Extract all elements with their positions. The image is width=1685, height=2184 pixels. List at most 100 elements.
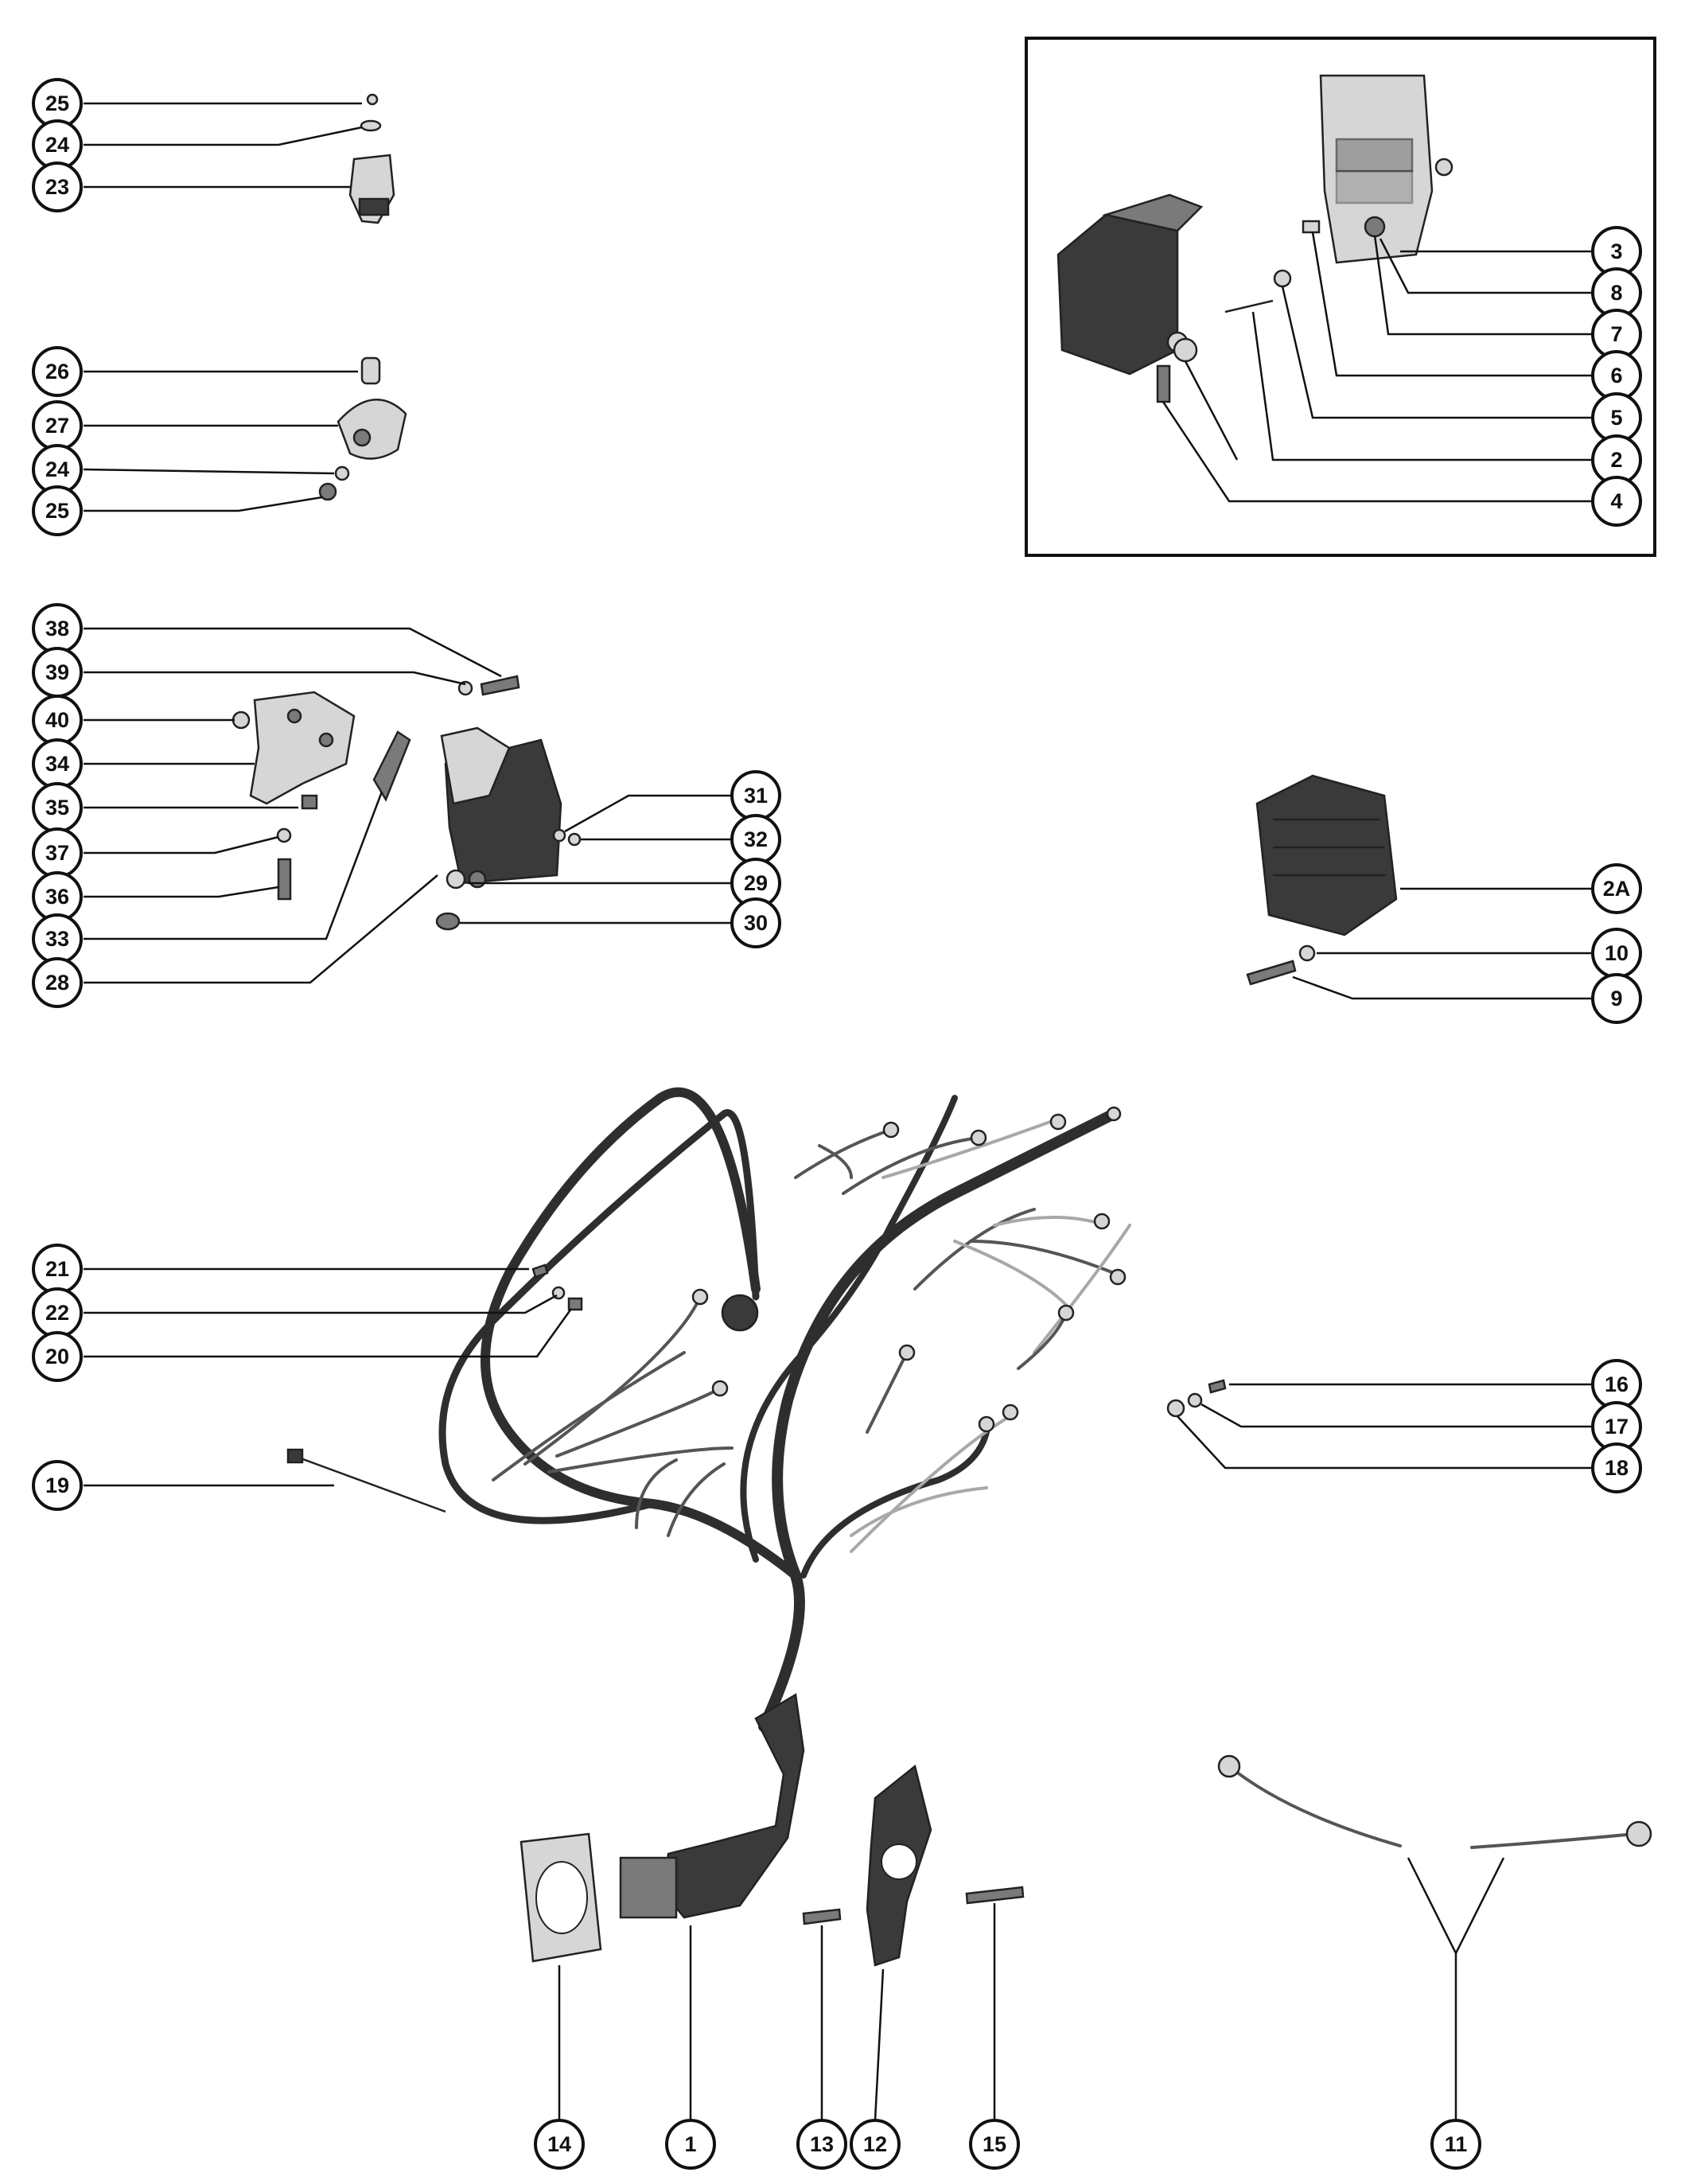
callout-32: 32 [730, 814, 781, 865]
callout-4: 4 [1591, 476, 1642, 527]
svg-text:12: 12 [863, 2132, 887, 2156]
callout-39: 39 [32, 647, 83, 698]
svg-text:2A: 2A [1603, 877, 1631, 901]
svg-text:29: 29 [744, 871, 768, 895]
svg-text:15: 15 [983, 2132, 1006, 2156]
part-regulator-bracket [1319, 74, 1453, 264]
svg-text:27: 27 [45, 414, 69, 438]
svg-text:20: 20 [45, 1345, 69, 1368]
callout-25-mid: 25 [32, 485, 83, 536]
part-washer-39 [457, 680, 473, 696]
callout-35: 35 [32, 782, 83, 833]
callout-16: 16 [1591, 1359, 1642, 1410]
callout-14: 14 [534, 2119, 585, 2170]
callout-7: 7 [1591, 309, 1642, 360]
callout-30: 30 [730, 897, 781, 948]
part-screw-38 [480, 675, 520, 696]
svg-text:24: 24 [45, 457, 69, 481]
part-washer-37 [276, 827, 292, 843]
callout-12: 12 [850, 2119, 901, 2170]
svg-text:21: 21 [45, 1257, 69, 1281]
callout-28: 28 [32, 957, 83, 1008]
part-washer-10 [1298, 944, 1316, 962]
part-boot-26 [360, 356, 381, 385]
svg-text:2: 2 [1610, 448, 1622, 472]
callout-15: 15 [969, 2119, 1020, 2170]
callout-2a: 2A [1591, 863, 1642, 914]
svg-text:5: 5 [1610, 406, 1622, 430]
part-cap-27 [337, 398, 407, 460]
svg-text:32: 32 [744, 827, 768, 851]
part-rectifier-2a [1255, 774, 1398, 936]
callout-20: 20 [32, 1331, 83, 1382]
inset-frame [1025, 37, 1656, 557]
svg-text:4: 4 [1610, 489, 1622, 513]
callout-6: 6 [1591, 350, 1642, 401]
part-gasket-33 [372, 730, 411, 802]
part-screw-36 [277, 858, 292, 901]
part-washer-40 [232, 710, 251, 730]
part-washer-32 [567, 832, 582, 847]
svg-text:14: 14 [547, 2132, 571, 2156]
callout-5: 5 [1591, 392, 1642, 443]
svg-text:38: 38 [45, 617, 69, 640]
part-washer-29 [446, 869, 466, 890]
svg-text:6: 6 [1610, 364, 1622, 387]
svg-text:22: 22 [45, 1301, 69, 1325]
part-cable-tie-19 [286, 1448, 446, 1513]
callout-13: 13 [796, 2119, 847, 2170]
svg-text:39: 39 [45, 660, 69, 684]
callout-17: 17 [1591, 1401, 1642, 1452]
part-wiring-harness-1 [438, 1087, 1131, 1919]
callout-3: 3 [1591, 226, 1642, 277]
svg-text:16: 16 [1605, 1372, 1629, 1396]
part-bracket-12 [866, 1764, 932, 1967]
svg-text:10: 10 [1605, 941, 1629, 965]
svg-text:25: 25 [45, 499, 69, 523]
svg-text:28: 28 [45, 971, 69, 995]
svg-text:19: 19 [45, 1474, 69, 1497]
svg-text:36: 36 [45, 885, 69, 909]
svg-text:30: 30 [744, 911, 768, 935]
svg-text:17: 17 [1605, 1415, 1629, 1438]
callout-26: 26 [32, 346, 83, 397]
callout-1: 1 [665, 2119, 716, 2170]
part-small-hardware-16-18 [1166, 1379, 1227, 1418]
part-nut-31 [552, 828, 566, 843]
svg-text:37: 37 [45, 841, 69, 865]
callout-27: 27 [32, 400, 83, 451]
part-screw-13 [802, 1908, 842, 1925]
svg-text:13: 13 [810, 2132, 834, 2156]
part-gasket-14 [520, 1832, 602, 1963]
svg-text:40: 40 [45, 708, 69, 732]
svg-text:35: 35 [45, 796, 69, 819]
callout-10: 10 [1591, 928, 1642, 979]
callout-40: 40 [32, 695, 83, 746]
part-switch-23 [348, 154, 395, 224]
part-terminal-nut-top [360, 93, 382, 132]
svg-text:34: 34 [45, 752, 69, 776]
svg-text:11: 11 [1445, 2132, 1468, 2156]
part-nuts-24-25 [318, 465, 350, 501]
part-bracket-34 [249, 691, 356, 805]
part-rectifier-block [1057, 193, 1204, 376]
svg-text:1: 1 [684, 2132, 696, 2156]
part-small-screws-20-22 [531, 1263, 583, 1311]
callout-21: 21 [32, 1244, 83, 1294]
callout-33: 33 [32, 913, 83, 964]
part-screw-9 [1246, 960, 1297, 986]
callout-18: 18 [1591, 1442, 1642, 1493]
callout-19: 19 [32, 1460, 83, 1511]
svg-text:23: 23 [45, 175, 69, 199]
svg-text:3: 3 [1610, 239, 1622, 263]
part-solenoid-28 [440, 726, 562, 889]
callout-23: 23 [32, 162, 83, 212]
part-nut-30 [435, 912, 461, 931]
callout-29: 29 [730, 858, 781, 909]
part-screw-15 [965, 1886, 1025, 1905]
svg-text:33: 33 [45, 927, 69, 951]
part-inset-small-hardware [1156, 216, 1386, 403]
callout-31: 31 [730, 770, 781, 821]
callout-22: 22 [32, 1287, 83, 1338]
